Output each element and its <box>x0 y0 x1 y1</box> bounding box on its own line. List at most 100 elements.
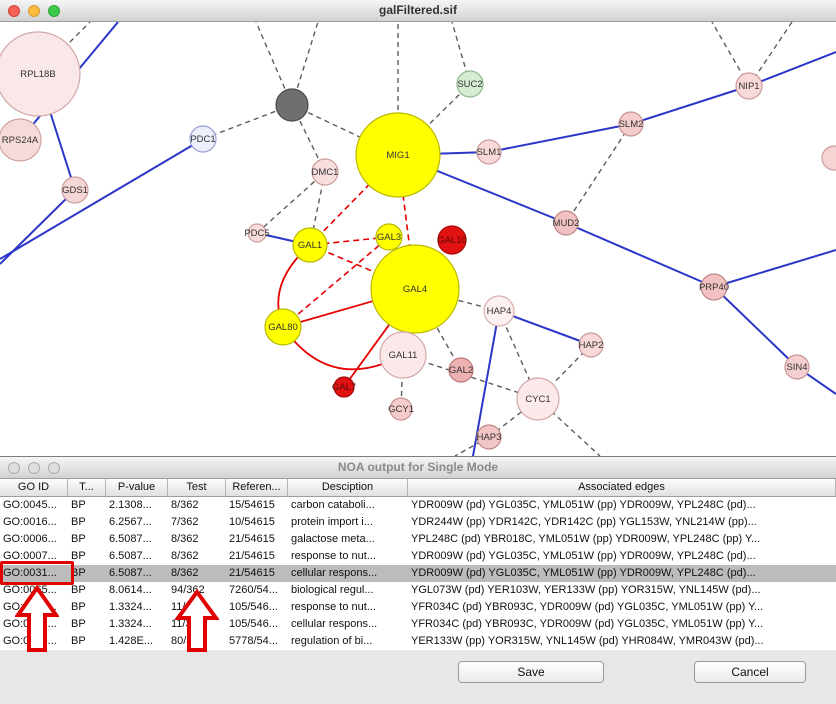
slm2-node[interactable]: SLM2 <box>618 111 644 137</box>
close-button[interactable] <box>8 5 20 17</box>
network-edge-dashed[interactable] <box>256 171 326 234</box>
gal10-node[interactable]: GAL10 <box>437 225 467 255</box>
cell: 105/546... <box>229 601 278 613</box>
cell: 94/362 <box>171 584 205 596</box>
svg-text:SIN4: SIN4 <box>786 362 807 373</box>
svg-text:HAP3: HAP3 <box>477 432 502 443</box>
hap2-node[interactable]: HAP2 <box>578 332 604 358</box>
network-edge-dashed[interactable] <box>402 354 539 400</box>
cell: GO:0016... <box>3 516 57 528</box>
dmc1-node[interactable]: DMC1 <box>311 158 339 186</box>
suc2-node[interactable]: SUC2 <box>456 70 484 98</box>
network-window-titlebar[interactable]: galFiltered.sif <box>0 0 836 22</box>
cell: 8.0614... <box>109 584 152 596</box>
gal1-node[interactable]: GAL1 <box>292 227 328 263</box>
column-header-t[interactable]: T... <box>68 479 106 496</box>
network-edge-blue[interactable] <box>498 310 592 346</box>
mud2-node[interactable]: MUD2 <box>553 210 580 236</box>
cell: YDR244W (pp) YDR142C, YDR142C (pp) YGL15… <box>411 516 757 528</box>
network-edge-blue[interactable] <box>565 222 715 288</box>
noa-window-titlebar[interactable]: NOA output for Single Mode <box>0 457 836 479</box>
column-header-desciption[interactable]: Desciption <box>288 479 408 496</box>
network-edge-dashed[interactable] <box>565 123 632 224</box>
gal3-node[interactable]: GAL3 <box>375 223 403 251</box>
cell: 80/362 <box>171 635 205 647</box>
network-edge-dashed[interactable] <box>397 83 471 156</box>
column-header-test[interactable]: Test <box>168 479 226 496</box>
pdc5-node[interactable]: PDC5 <box>244 223 270 243</box>
network-edge-dashed[interactable] <box>255 22 293 106</box>
cell: YER133W (pp) YOR315W, YNL145W (pd) YHR08… <box>411 635 764 647</box>
gal80-node[interactable]: GAL80 <box>264 308 302 346</box>
network-edge-blue[interactable] <box>488 123 632 153</box>
rps24a-node[interactable]: RPS24A <box>0 118 42 162</box>
hap3-node[interactable]: HAP3 <box>476 424 502 450</box>
cell: 8/362 <box>171 567 199 579</box>
cell: GO:0007... <box>3 550 57 562</box>
cell: BP <box>71 533 86 545</box>
network-edge-red-dashed[interactable] <box>282 236 390 328</box>
svg-text:GAL2: GAL2 <box>449 365 473 376</box>
network-edge-blue[interactable] <box>630 85 750 125</box>
zoom-button[interactable] <box>48 462 60 474</box>
network-edge-dashed[interactable] <box>498 310 539 400</box>
save-button[interactable]: Save <box>458 661 604 683</box>
prp40-node[interactable]: PRP40 <box>699 273 729 301</box>
gal4-node[interactable]: GAL4 <box>370 244 460 334</box>
minimize-button[interactable] <box>28 462 40 474</box>
svg-text:GAL1: GAL1 <box>298 240 322 251</box>
network-edge-dashed[interactable] <box>291 22 319 106</box>
network-edge-dashed[interactable] <box>454 436 490 456</box>
cyc1-node[interactable]: CYC1 <box>516 377 560 421</box>
column-header-go-id[interactable]: GO ID <box>0 479 68 496</box>
network-edge-blue[interactable] <box>472 310 500 456</box>
rpl18b-node[interactable]: RPL18B <box>0 31 81 117</box>
minimize-button[interactable] <box>28 5 40 17</box>
column-header-p-value[interactable]: P-value <box>106 479 168 496</box>
pdc1-node[interactable]: PDC1 <box>189 125 217 153</box>
svg-text:PDC5: PDC5 <box>244 228 269 239</box>
column-header-referen[interactable]: Referen... <box>226 479 288 496</box>
zoom-button[interactable] <box>48 5 60 17</box>
sin4-node[interactable]: SIN4 <box>784 354 810 380</box>
cell: cellular respons... <box>291 567 378 579</box>
network-edge-blue[interactable] <box>748 51 836 87</box>
cell: GO:0006... <box>3 601 57 613</box>
nip1-node[interactable]: NIP1 <box>735 72 763 100</box>
network-edge-blue[interactable] <box>0 138 204 260</box>
close-button[interactable] <box>8 462 20 474</box>
svg-text:NIP1: NIP1 <box>738 81 759 92</box>
gds1-node[interactable]: GDS1 <box>61 176 89 204</box>
network-window-title: galFiltered.sif <box>378 3 458 17</box>
network-edge-blue[interactable] <box>713 249 836 288</box>
gcy1-node[interactable]: GCY1 <box>388 397 414 421</box>
slm1-node[interactable]: SLM1 <box>476 139 502 165</box>
gal2-node[interactable]: GAL2 <box>448 357 474 383</box>
gal7-node[interactable]: GAL7 <box>332 376 356 398</box>
unlabeled-node[interactable] <box>821 145 836 171</box>
hap4-node[interactable]: HAP4 <box>483 295 515 327</box>
network-edge-dashed[interactable] <box>291 104 399 156</box>
column-header-associated-edges[interactable]: Associated edges <box>408 479 836 496</box>
svg-text:RPL18B: RPL18B <box>20 69 55 80</box>
cancel-button[interactable]: Cancel <box>694 661 806 683</box>
cell: YDR009W (pd) YGL035C, YML051W (pp) YDR00… <box>411 550 756 562</box>
gal11-node[interactable]: GAL11 <box>379 331 427 379</box>
network-edge-dashed[interactable] <box>202 104 293 140</box>
network-edge-blue[interactable] <box>713 286 798 368</box>
noa-window-title: NOA output for Single Mode <box>337 460 499 474</box>
network-edge-dashed[interactable] <box>414 288 462 371</box>
mig1-node[interactable]: MIG1 <box>355 112 441 198</box>
unlabeled-node[interactable] <box>275 88 309 122</box>
